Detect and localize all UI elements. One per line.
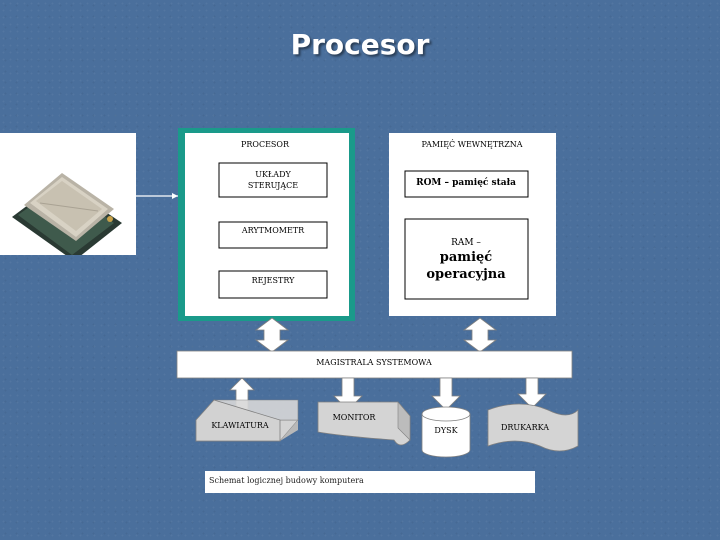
caption-box: Schemat logicznej budowy komputera	[205, 471, 535, 493]
system-bus	[176, 350, 573, 379]
cpu-chip-icon	[12, 173, 122, 261]
registers-label: REJESTRY	[252, 276, 296, 285]
keyboard-label: KLAWIATURA	[211, 421, 269, 430]
disk-device	[421, 406, 471, 458]
disk-label: DYSK	[434, 426, 458, 435]
printer-label: DRUKARKA	[501, 423, 549, 432]
monitor-device	[317, 401, 411, 446]
diagram-caption: Schemat logicznej budowy komputera	[209, 476, 364, 485]
ram-label-1: RAM –	[451, 238, 481, 248]
printer-arrow	[517, 377, 547, 409]
rom-block	[404, 170, 529, 198]
processor-bus-arrow	[254, 317, 290, 353]
monitor-label: MONITOR	[333, 413, 377, 422]
bus-label: MAGISTRALA SYSTEMOWA	[316, 358, 432, 367]
rom-label: ROM – pamięć stała	[416, 177, 516, 188]
alu-block	[218, 221, 328, 249]
printer-device	[487, 403, 579, 452]
processor-header: PROCESOR	[241, 140, 290, 149]
disk-arrow	[431, 377, 461, 411]
page-title: Procesor	[290, 28, 430, 61]
alu-label: ARYTMOMETR	[241, 226, 305, 235]
ram-block	[404, 218, 529, 300]
control-unit-label-2: STERUJĄCE	[248, 181, 298, 190]
registers-block	[218, 270, 328, 299]
memory-bus-arrow	[462, 317, 498, 353]
control-unit-label-1: UKŁADY	[255, 170, 291, 179]
ram-label-3: operacyjna	[426, 267, 506, 282]
ram-label-2: pamięć	[440, 250, 492, 265]
keyboard-device	[195, 399, 299, 442]
control-unit-block	[218, 162, 328, 198]
cpu-chip-image	[0, 133, 136, 261]
memory-header: PAMIĘĆ WEWNĘTRZNA	[421, 140, 522, 149]
